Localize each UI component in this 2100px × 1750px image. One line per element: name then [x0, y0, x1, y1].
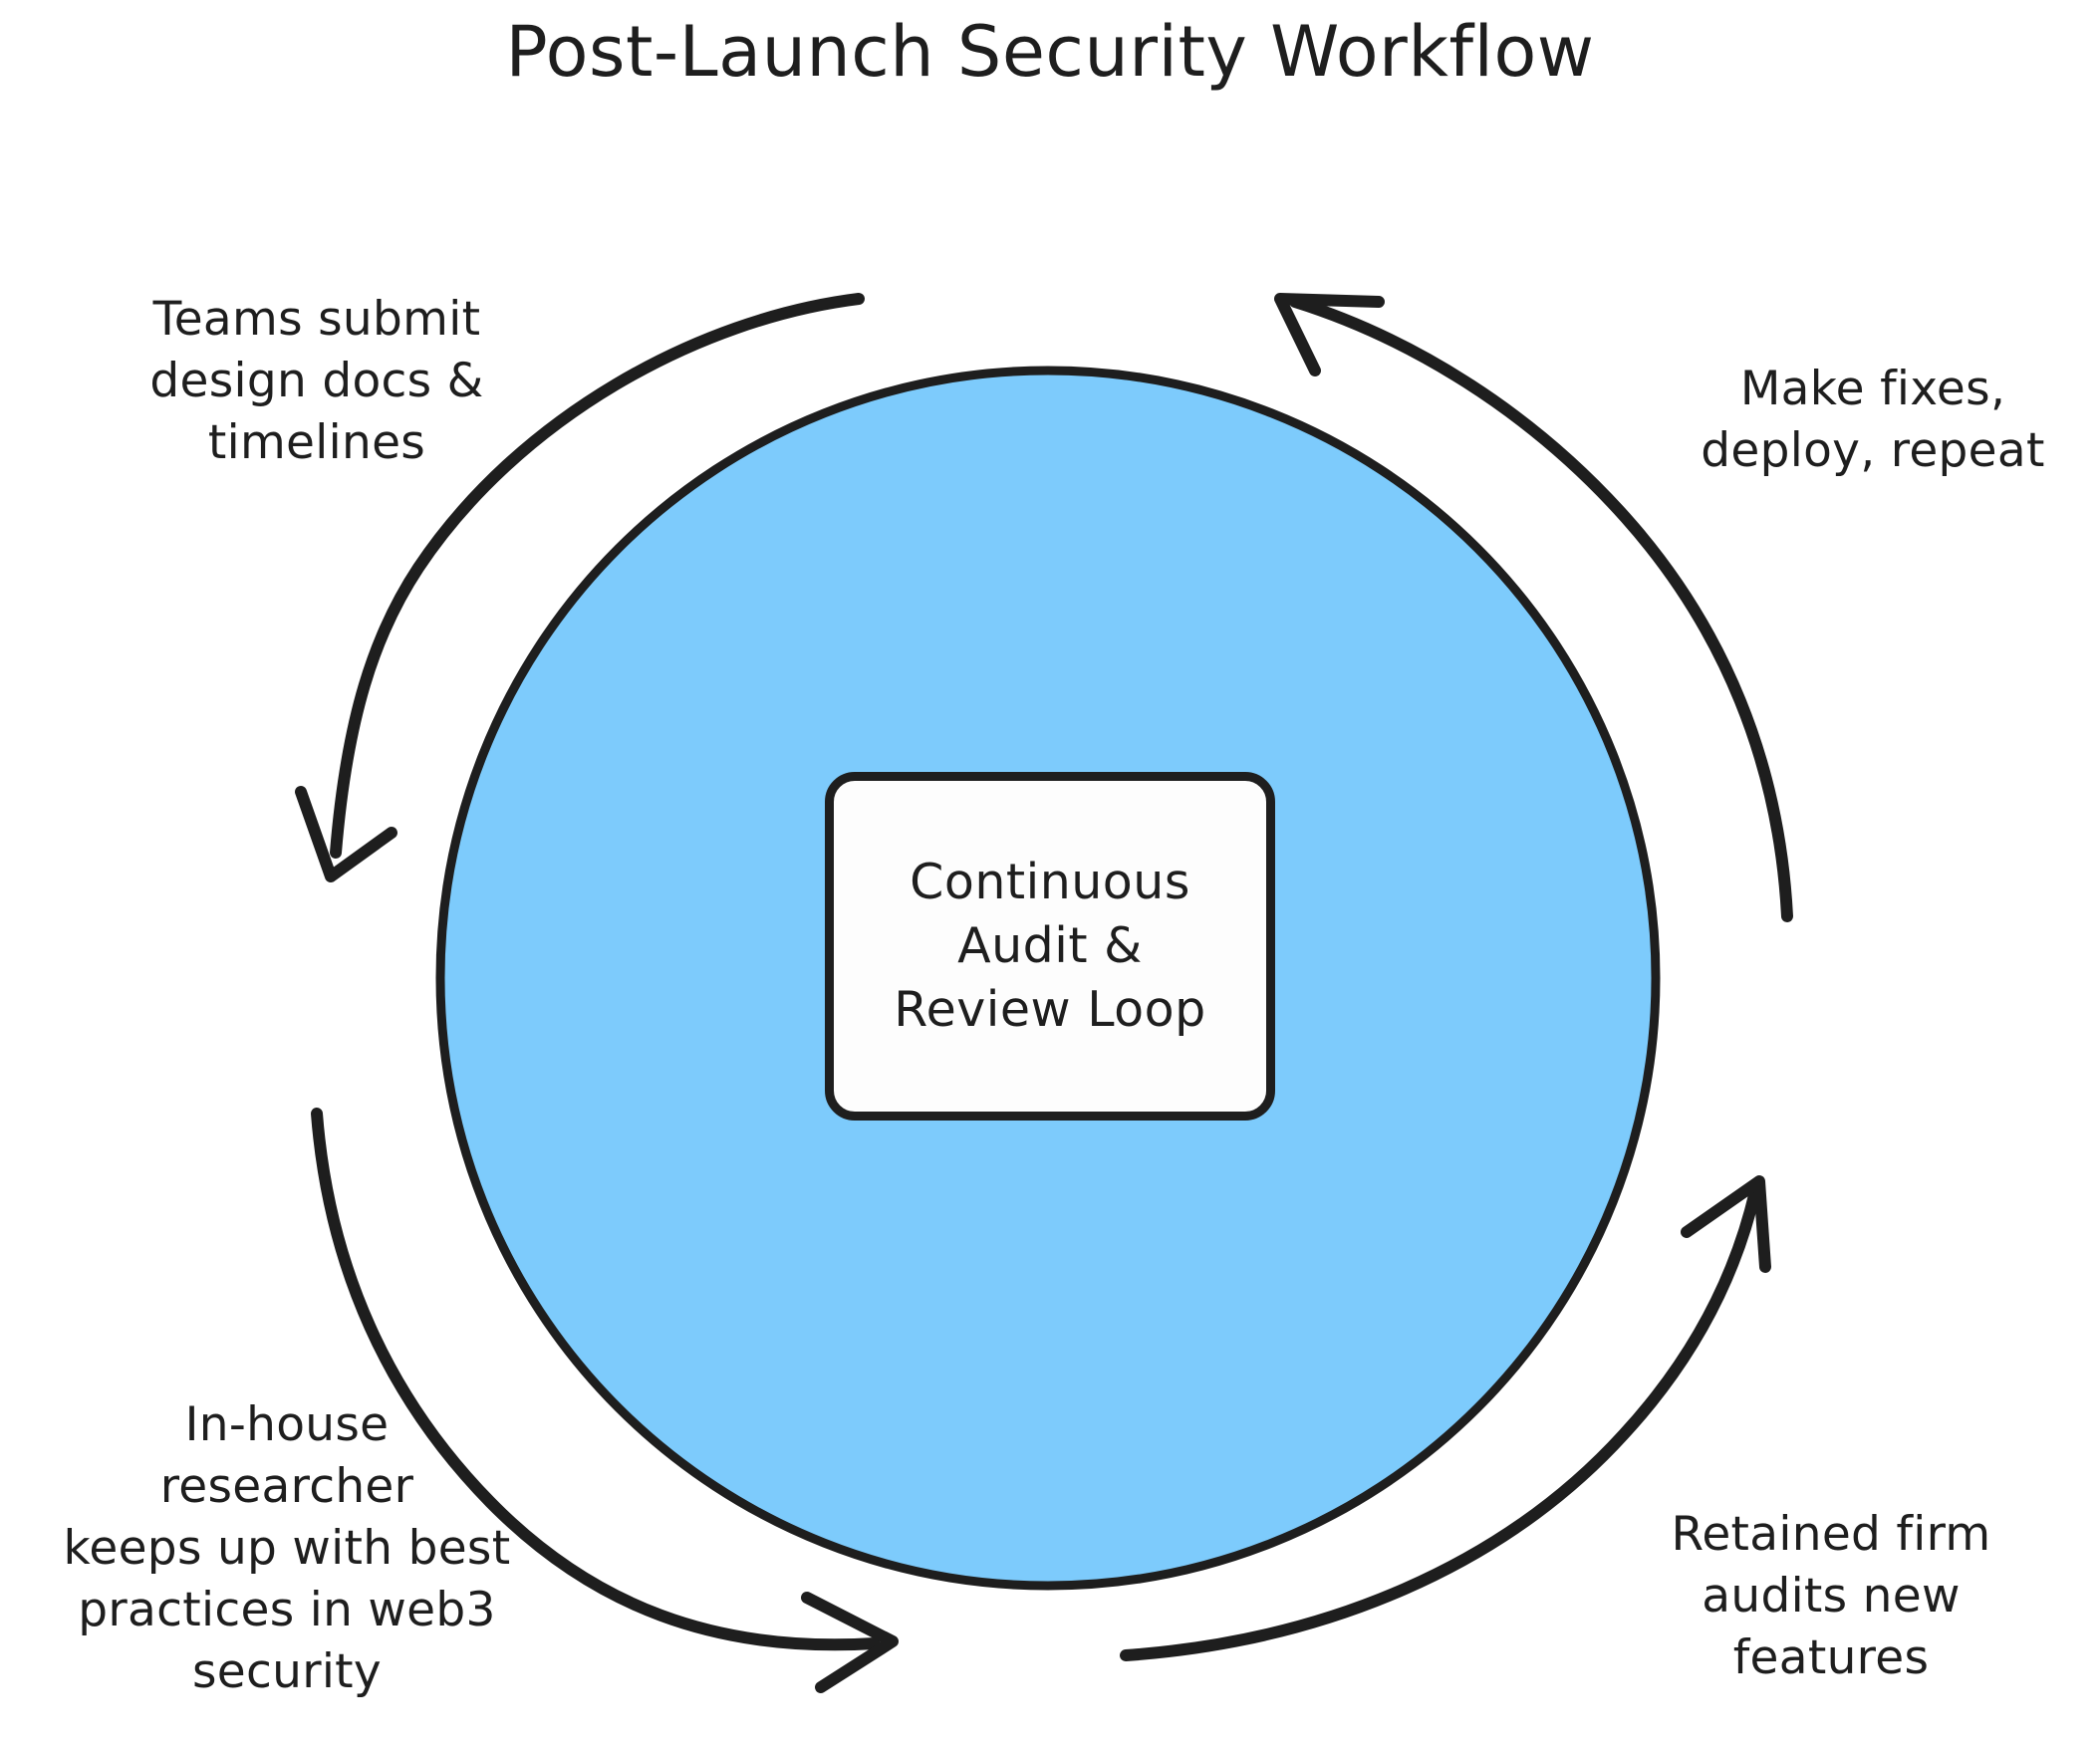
edge-label-bottom-left: In-house researcher keeps up with best p…: [63, 1397, 511, 1700]
arrow-arc-top-right: [1289, 296, 1793, 922]
arrowhead-top-right: [1274, 293, 1385, 376]
arrow-arc-bottom-left: [311, 1108, 881, 1651]
edge-label-bottom-right: Retained firm audits new features: [1671, 1507, 1991, 1686]
page-title: Post-Launch Security Workflow: [505, 11, 1595, 93]
arrowhead-top-left: [295, 786, 397, 882]
edge-label-top-left: Teams submit design docs & timelines: [149, 292, 484, 471]
arrowhead-bottom-left: [801, 1592, 899, 1693]
center-node-label: Continuous Audit & Review Loop: [894, 854, 1206, 1038]
center-node[interactable]: Continuous Audit & Review Loop: [825, 772, 1275, 1121]
arrow-arc-top-left: [330, 293, 865, 859]
arrow-arc-bottom-right: [1120, 1185, 1761, 1661]
arrowhead-bottom-right: [1681, 1175, 1771, 1273]
edge-label-top-right: Make fixes, deploy, repeat: [1701, 362, 2045, 479]
